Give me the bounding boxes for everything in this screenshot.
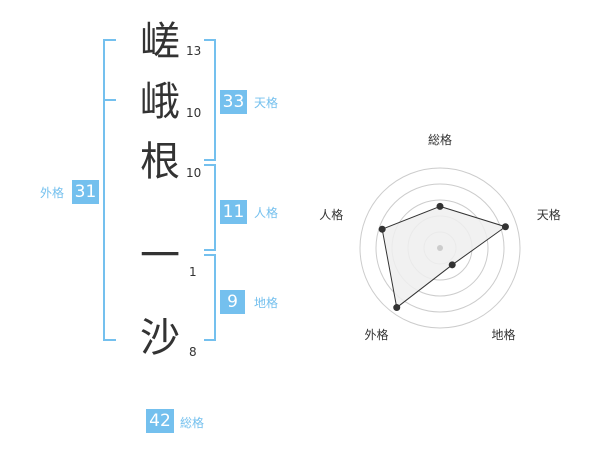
gaikaku-label: 外格 — [40, 186, 65, 200]
tenkaku-bracket — [204, 39, 216, 161]
tenkaku-value: 33 — [220, 90, 247, 114]
stroke-count-5: 8 — [189, 345, 197, 359]
name-char-1: 嵯 — [140, 19, 180, 65]
jinkaku-label: 人格 — [254, 206, 279, 220]
radar-point-2 — [448, 261, 456, 269]
name-char-3: 根 — [140, 139, 180, 185]
chikaku-bracket — [204, 254, 216, 341]
chikaku-value: 9 — [220, 290, 245, 314]
radar-axis-label-tenkaku: 天格 — [536, 207, 561, 222]
gaikaku-value: 31 — [72, 180, 99, 204]
radar-center-dot — [437, 245, 443, 251]
radar-point-3 — [393, 304, 401, 312]
chikaku-label: 地格 — [254, 296, 279, 310]
name-char-5: 沙 — [140, 315, 180, 361]
tenkaku-label: 天格 — [254, 96, 279, 110]
radar-point-4 — [378, 225, 386, 233]
soukaku-value: 42 — [146, 409, 174, 433]
radar-axis-label-chikaku: 地格 — [491, 328, 516, 343]
jinkaku-value: 11 — [220, 200, 247, 224]
stroke-count-2: 10 — [186, 106, 202, 120]
radar-data-polygon — [381, 205, 507, 309]
radar-axis-label-jinkaku: 人格 — [319, 207, 344, 222]
name-char-4: 一 — [140, 233, 180, 279]
radar-point-0 — [436, 202, 444, 210]
jinkaku-bracket — [204, 164, 216, 251]
gaikaku-bracket — [103, 39, 116, 341]
radar-ring-5 — [359, 167, 521, 329]
radar-axis-label-soukaku: 総格 — [428, 133, 453, 147]
radar-point-1 — [501, 223, 509, 231]
soukaku-label: 総格 — [180, 416, 205, 430]
name-char-2: 峨 — [140, 79, 180, 125]
stroke-count-1: 13 — [186, 44, 202, 58]
radar-ring-4 — [375, 183, 505, 313]
radar-axis-label-gaikaku: 外格 — [364, 328, 389, 343]
stroke-count-3: 10 — [186, 166, 202, 180]
stroke-count-4: 1 — [189, 265, 197, 279]
